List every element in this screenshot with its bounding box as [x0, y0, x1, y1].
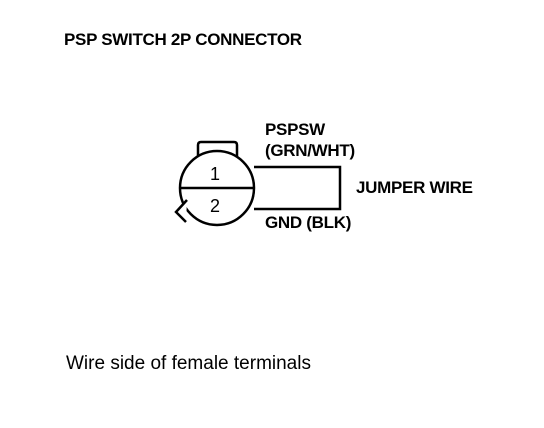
pin-1-wire-color-label: (GRN/WHT): [265, 141, 355, 160]
diagram-title: PSP SWITCH 2P CONNECTOR: [64, 30, 302, 49]
diagram-caption: Wire side of female terminals: [66, 353, 311, 374]
connector-key-notch: [174, 199, 188, 223]
pin-2-number: 2: [210, 196, 220, 216]
jumper-wire-label: JUMPER WIRE: [356, 178, 473, 197]
pin-1-signal-label: PSPSW: [265, 120, 325, 139]
connector-lock-tab: [196, 140, 239, 156]
pin-2-signal-label: GND (BLK): [265, 213, 352, 232]
pin-1-number: 1: [210, 164, 220, 184]
jumper-wire: [254, 165, 342, 211]
